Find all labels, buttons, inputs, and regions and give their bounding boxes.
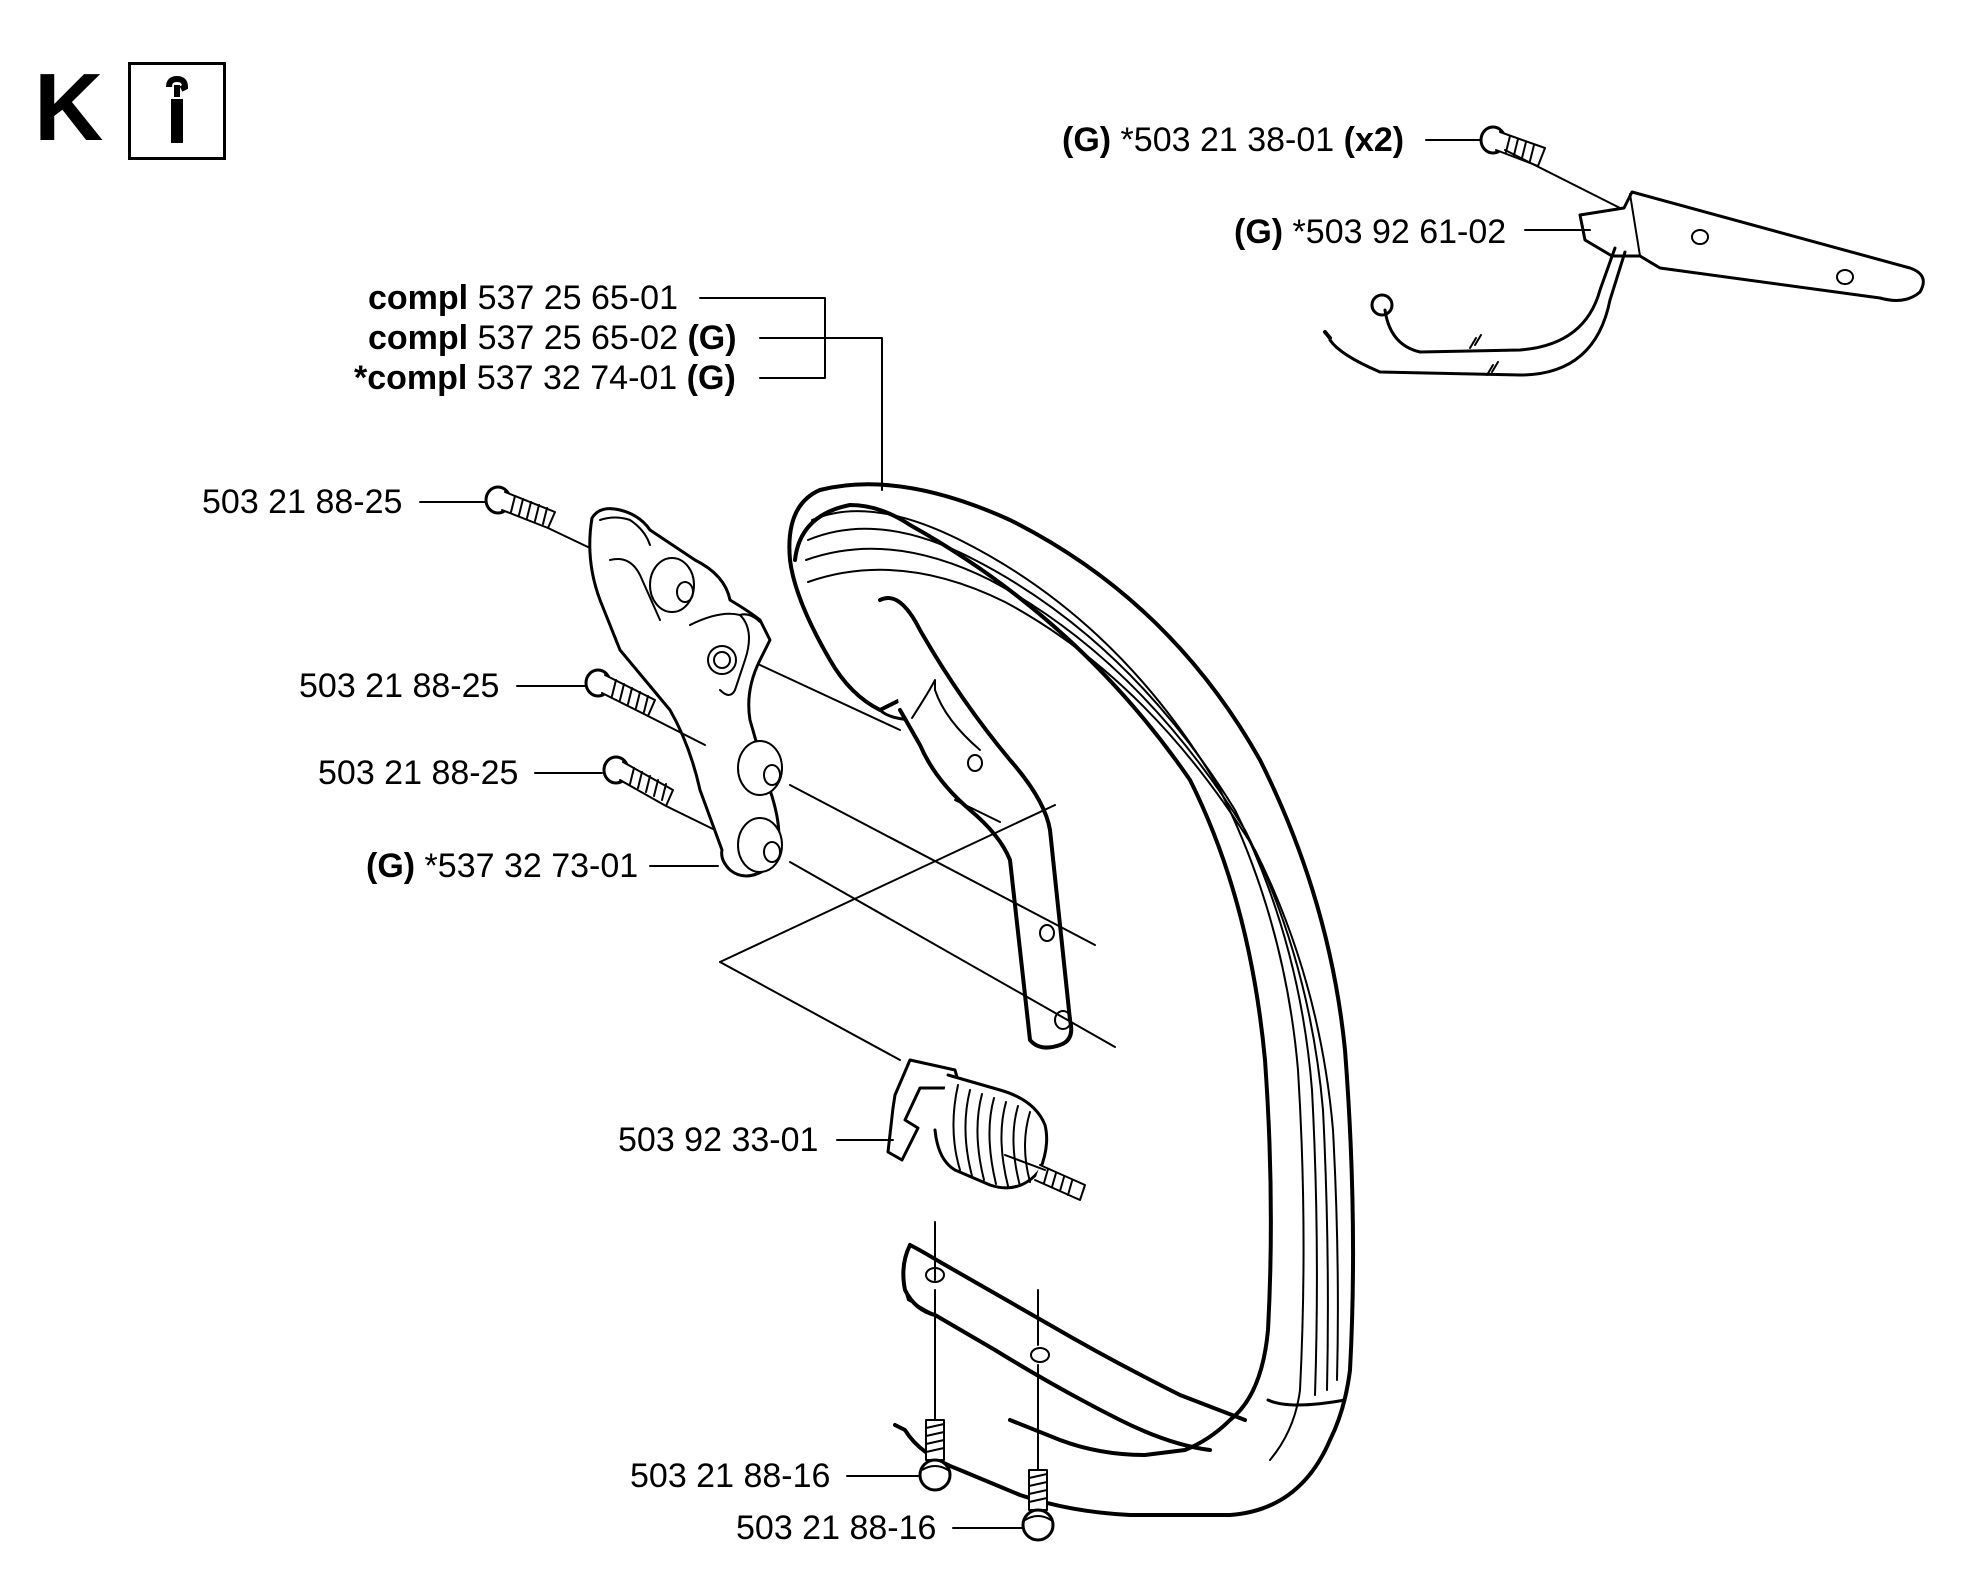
part-number: 503 21 88-25: [202, 483, 403, 521]
label-compl-1: compl 537 25 65-01: [368, 278, 678, 318]
label-spring: 503 92 33-01: [618, 1120, 818, 1160]
handle-plate: [588, 507, 783, 878]
spring-buffer: [886, 1058, 1086, 1201]
part-number: 537 25 65-02: [477, 319, 678, 357]
label-suffix: (G): [686, 359, 736, 397]
label-prefix: (G): [366, 847, 416, 885]
label-plate: (G) *537 32 73-01: [366, 846, 638, 886]
label-prefix: compl: [368, 319, 469, 357]
screw-1: [484, 485, 556, 529]
front-handle: [787, 482, 1356, 1517]
label-prefix: *compl: [354, 359, 468, 397]
label-screw-2: 503 21 88-25: [299, 666, 499, 706]
label-bottom-screw-2: 503 21 88-16: [736, 1508, 936, 1548]
label-compl-2: compl 537 25 65-02 (G): [368, 318, 737, 358]
part-number: 537 25 65-01: [477, 279, 678, 317]
part-number: 503 21 88-16: [736, 1509, 937, 1547]
part-number: *503 92 61-02: [1292, 213, 1507, 251]
label-screw-3: 503 21 88-25: [318, 753, 518, 793]
part-number: 503 21 88-25: [318, 754, 519, 792]
wrench-info-icon: [128, 62, 226, 160]
label-suffix: (G): [687, 319, 737, 357]
part-number: 503 21 88-25: [299, 667, 500, 705]
part-number: 537 32 74-01: [476, 359, 678, 397]
part-number: *537 32 73-01: [424, 847, 639, 885]
label-prefix: (G): [1234, 213, 1284, 251]
part-number: *503 21 38-01: [1120, 121, 1335, 159]
label-prefix: (G): [1062, 121, 1112, 159]
label-screw-1: 503 21 88-25: [202, 482, 402, 522]
label-bottom-screw-1: 503 21 88-16: [630, 1456, 830, 1496]
bottom-screw-1: [918, 1419, 952, 1492]
screw-3: [602, 755, 674, 807]
part-number: 503 21 88-16: [630, 1457, 831, 1495]
label-suffix: (x2): [1343, 121, 1405, 159]
label-bracket: (G) *503 92 61-02: [1234, 212, 1506, 252]
screw-2: [584, 668, 656, 717]
label-compl-3: *compl 537 32 74-01 (G): [354, 358, 736, 398]
top-screw: [1479, 125, 1546, 167]
label-prefix: compl: [368, 279, 469, 317]
label-top-screw: (G) *503 21 38-01 (x2): [1062, 120, 1404, 160]
section-letter: K: [34, 54, 104, 161]
switch-bracket: [1323, 190, 1925, 377]
part-number: 503 92 33-01: [618, 1121, 819, 1159]
bottom-screw-2: [1021, 1469, 1055, 1542]
